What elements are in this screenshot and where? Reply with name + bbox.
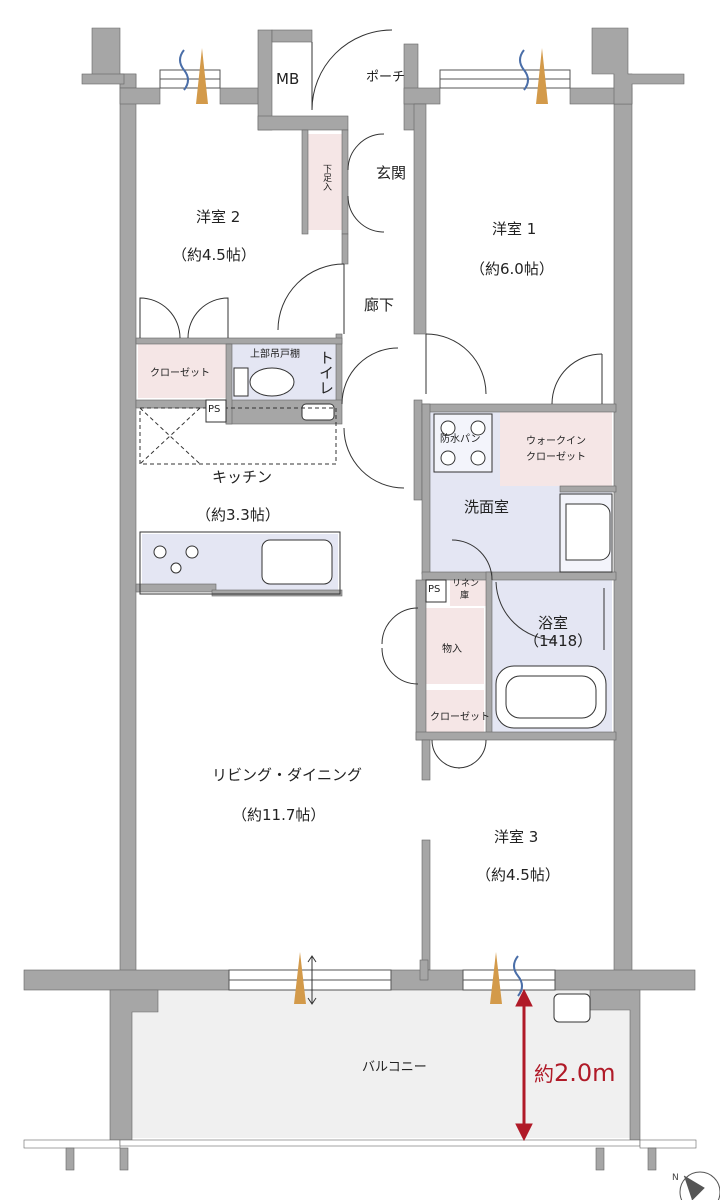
walk-in-closet-line1: ウォークイン [526, 436, 586, 447]
closet-left-label: クローゼット [150, 368, 210, 379]
porch-label: ポーチ [366, 70, 406, 85]
compass-icon [679, 1171, 720, 1200]
air-flow-icon [179, 49, 189, 91]
living-dining-name: リビング・ダイニング [212, 766, 363, 784]
western-room-3-name: 洋室 3 [494, 828, 539, 846]
vent-triangle-icon [536, 48, 548, 104]
mb-label: MB [276, 70, 300, 88]
toilet-bowl [249, 367, 295, 397]
dimension-value: 2.0m [554, 1059, 616, 1087]
compass-label: N [672, 1173, 679, 1183]
bathroom-name: 浴室 [538, 614, 569, 632]
dimension-prefix: 約 [534, 1062, 554, 1086]
walls [23, 27, 697, 1171]
western-room-2-name: 洋室 2 [196, 208, 241, 226]
burner-1 [153, 545, 167, 559]
ac-unit [553, 993, 591, 1023]
vent-triangle-icon [294, 952, 306, 1004]
air-flow-icon [513, 955, 523, 997]
washroom-label: 洗面室 [464, 498, 510, 516]
western-room-1-name: 洋室 1 [492, 220, 537, 238]
walk-in-closet-line2: クローゼット [526, 452, 586, 463]
ps-box-2 [425, 579, 447, 603]
western-room-1-size: （約6.0帖） [470, 260, 554, 278]
balcony-depth-dimension [515, 988, 533, 1142]
ps-label-1: PS [208, 404, 221, 415]
shoe-storage-label: 下足入 [321, 164, 331, 191]
upper-cabinet-dashed [139, 407, 337, 465]
linen-line1: リネン [452, 579, 480, 589]
windows [159, 69, 571, 991]
kitchen-size: （約3.3帖） [196, 506, 280, 524]
western-room-2-size: （約4.5帖） [172, 246, 256, 264]
doors [139, 29, 603, 769]
walk-in-closet-floor [500, 410, 612, 486]
closet-left-floor [138, 342, 228, 398]
linen-line2: 庫 [460, 591, 470, 601]
vent-triangle-icon [490, 952, 502, 1004]
toilet-tank [233, 367, 249, 397]
closet-right-label: クローゼット [430, 712, 490, 723]
ventilation-icons [179, 48, 548, 1005]
balcony-floor [132, 990, 630, 1138]
storage-floor [424, 608, 484, 684]
kitchen-counter [139, 531, 341, 595]
stove-area [142, 534, 212, 584]
kitchen-sink [261, 539, 333, 585]
entrance-label: 玄関 [376, 164, 407, 182]
waterproof-pan-label: 防水パン [440, 434, 481, 445]
toilet-sink [301, 403, 335, 421]
bathroom-size: （1418） [524, 632, 593, 650]
balcony-depth-label: 約2.0m [534, 1058, 616, 1087]
western-room-3-size: （約4.5帖） [476, 866, 560, 884]
kitchen-name: キッチン [212, 468, 273, 486]
hallway-label: 廊下 [364, 296, 395, 314]
linen-floor [450, 578, 486, 606]
air-flow-icon [519, 49, 529, 91]
balcony-label: バルコニー [362, 1060, 427, 1075]
burner-2 [185, 545, 199, 559]
closet-right-floor [424, 690, 484, 734]
vent-triangle-icon [196, 48, 208, 104]
upper-cabinet-label: 上部吊戸棚 [250, 349, 300, 360]
shoe-storage-floor [308, 134, 342, 230]
sliding-arrow-icon [307, 955, 317, 1005]
toilet-label: トイレ [317, 350, 335, 395]
fixtures [139, 367, 613, 1023]
burner-3 [170, 562, 182, 574]
living-dining-size: （約11.7帖） [232, 806, 326, 824]
storage-label: 物入 [442, 644, 462, 655]
ps-label-2: PS [428, 584, 441, 595]
ps-box-1 [205, 399, 227, 423]
